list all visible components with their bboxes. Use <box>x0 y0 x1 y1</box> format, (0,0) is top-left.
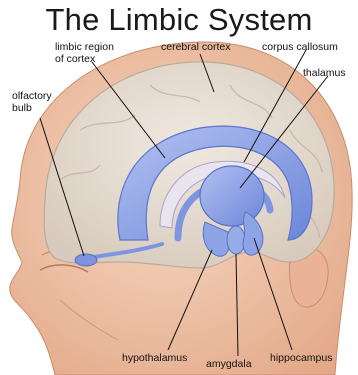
amygdala-shape <box>227 226 245 254</box>
label-cerebral-cortex: cerebral cortex <box>161 41 230 53</box>
olfactory-bulb <box>75 254 97 266</box>
label-thalamus: thalamus <box>303 67 346 79</box>
thalamus <box>200 166 264 226</box>
label-limbic-region: limbic region of cortex <box>55 41 114 65</box>
label-hippocampus: hippocampus <box>270 352 332 364</box>
label-amygdala: amygdala <box>206 358 252 370</box>
label-corpus-callosum: corpus callosum <box>262 41 338 53</box>
label-hypothalamus: hypothalamus <box>122 352 187 364</box>
label-olfactory-bulb: olfactory bulb <box>12 90 52 114</box>
diagram-title: The Limbic System <box>0 2 358 38</box>
